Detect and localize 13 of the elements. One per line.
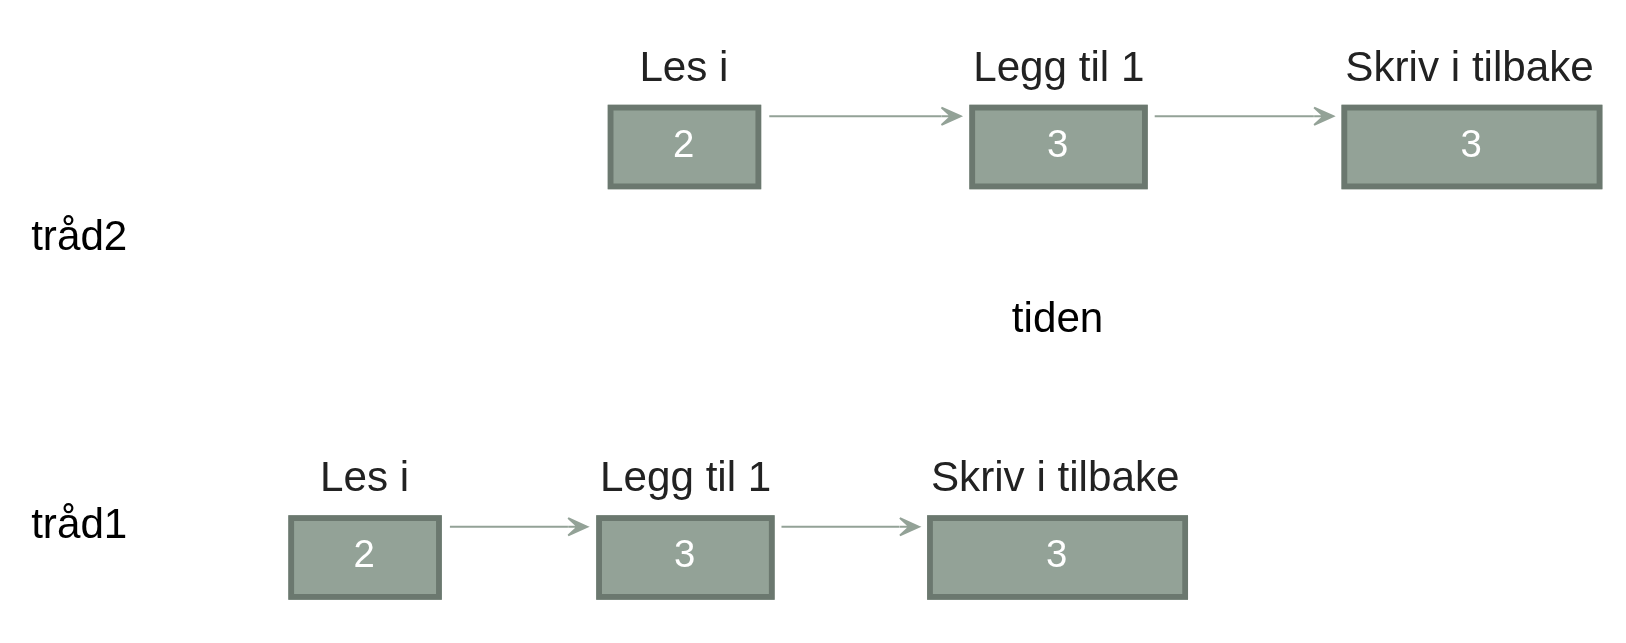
node-label: Les i xyxy=(320,453,410,501)
node-label: Les i xyxy=(639,42,729,90)
arrow xyxy=(448,517,589,537)
node-label: Skriv i tilbake xyxy=(930,453,1180,501)
node-label: Legg til 1 xyxy=(600,453,772,501)
label: tråd2 xyxy=(31,211,128,259)
node-label: Skriv i tilbake xyxy=(1345,42,1594,90)
label: tiden xyxy=(1011,294,1104,342)
arrow xyxy=(780,517,921,537)
arrow xyxy=(768,106,962,126)
node-label: Legg til 1 xyxy=(973,42,1145,90)
arrow xyxy=(1153,106,1335,126)
label: tråd1 xyxy=(31,499,128,547)
